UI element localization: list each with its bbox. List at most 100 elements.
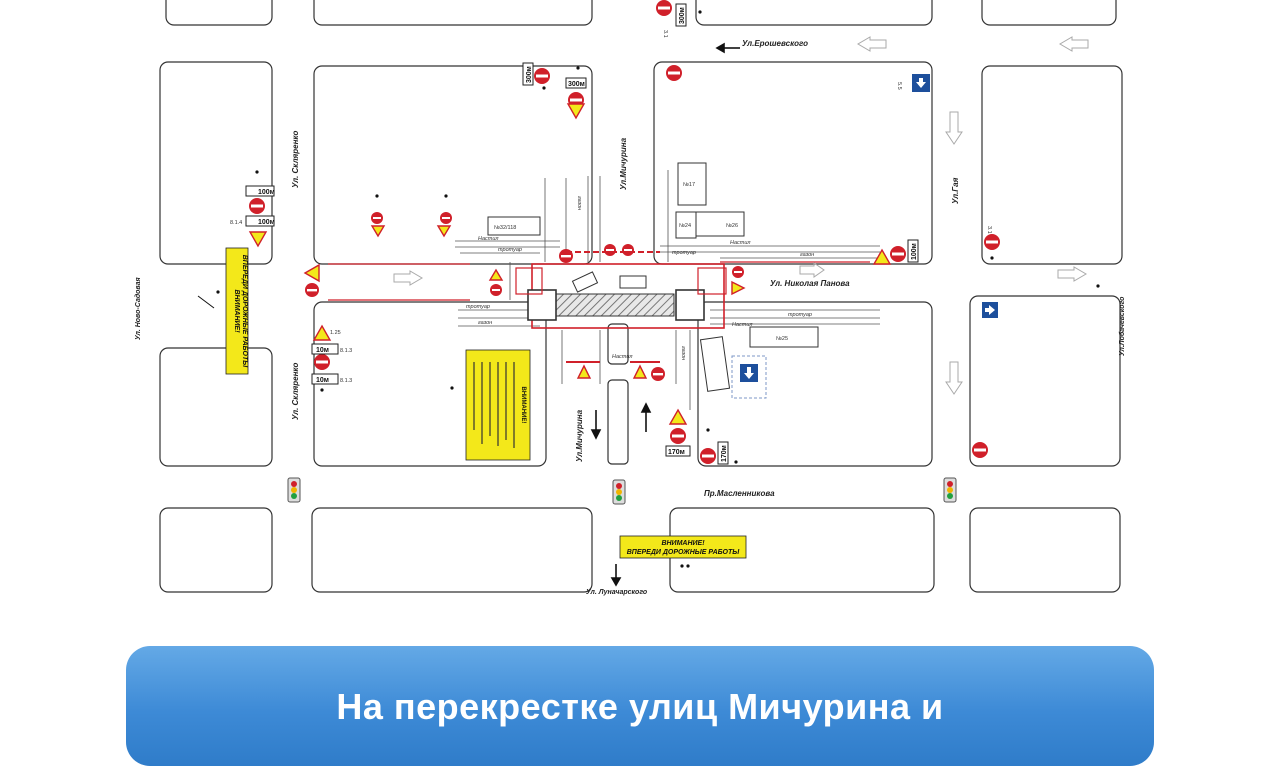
one-way-sign [912,74,930,92]
info-board-title: ВНИМАНИЕ! [520,387,526,424]
building [677,162,707,206]
surface-label: Настил [478,236,499,242]
road-works-triangle-sign [248,231,268,248]
map-svg: №32/118 №17 №24 №26 №25 [134,0,1126,596]
pit-west [527,289,557,321]
building-label: №26 [726,223,738,229]
building-label: №32/118 [494,225,516,231]
no-entry-sign [666,65,682,81]
road-works-triangle-sign [566,103,586,120]
road-works-triangle-sign [436,225,452,238]
no-entry-sign [314,354,330,370]
street-label: Ул. Николая Панова [770,279,850,288]
sign-code: 8.1.3 [340,348,352,354]
sign-posts [216,10,1100,568]
street-label: Ул. Ново-Садовая [134,277,142,340]
block [695,0,933,26]
no-entry-sign [732,266,744,278]
trench-hatch [555,293,675,317]
surface-label: тротуар [498,247,522,253]
building [695,211,745,237]
traffic-scheme-map: №32/118 №17 №24 №26 №25 [134,0,1126,596]
road-works-triangle-sign [576,364,592,379]
street-label: Ул. Скляренко [291,131,300,188]
no-entry-sign [622,244,634,256]
direction-arrows [393,36,1089,395]
warning-sign-west: ВНИМАНИЕ! ВПЕРЕДИ ДОРОЖНЫЕ РАБОТЫ [225,247,249,375]
block [159,507,273,593]
sign-code: 3.1 [986,226,992,234]
distance-plate: 100м [258,189,275,196]
distance-plate: 300м [526,66,533,83]
road-works-triangle-sign [303,263,320,283]
fence-segment [515,267,543,295]
street-label: Ул.Ерошевского [742,39,808,48]
sign-code: 8.1.4 [230,220,242,226]
street-label: Ул.Лобачевского [1118,296,1126,356]
median-island [607,379,629,465]
traffic-lights [287,477,957,505]
no-entry-sign [559,249,573,263]
warning-line: ВНИМАНИЕ! [233,289,240,333]
surface-label: газон [478,320,492,326]
city-blocks [159,0,1123,593]
one-way-sign [982,302,998,318]
block [981,65,1123,265]
road-works-triangle-sign [632,364,648,379]
block [165,0,273,26]
street-label: Ул.Гая [951,177,960,204]
no-entry-sign [651,367,665,381]
sign-code: 1.25 [330,330,341,336]
no-entry-sign [700,448,716,464]
street-label: Ул. Скляренко [291,363,300,420]
distance-plate: 300м [679,7,686,24]
street-label: Ул.Мичурина [575,409,584,462]
block [969,295,1121,467]
no-entry-sign [656,0,672,16]
no-entry-sign [490,284,502,296]
sign-code: 3.1 [662,30,668,38]
building [487,216,541,236]
surface-label: тротуар [672,250,696,256]
no-entry-sign [670,428,686,444]
vehicle [619,275,647,289]
banner-title: На перекрестке улиц Мичурина и [336,686,944,727]
road-works-signs [248,103,892,425]
sign-code: 5.5 [896,82,902,90]
road-works-triangle-sign [668,408,688,425]
distance-plate: 10м [316,377,329,384]
vehicle [571,271,599,293]
block [159,61,273,265]
surface-label: тротуар [788,312,812,318]
street-label: Ул. Луначарского [586,589,648,596]
work-zone [328,251,870,363]
building-label: №24 [679,223,691,229]
block [969,507,1121,593]
no-entry-sign [604,244,616,256]
distance-plate: 10м [316,347,329,354]
detour-zone [731,355,767,399]
surface-label: тротуар [466,304,490,310]
surface-label: Настил [612,354,633,360]
road-works-triangle-sign [872,248,892,265]
block [311,507,593,593]
road-works-triangle-sign [370,225,386,238]
street-label: Пр.Масленникова [704,489,775,498]
surface-label: Настил [732,322,753,328]
road-works-triangle-sign [488,268,504,281]
road-works-triangle-sign [312,324,332,341]
traffic-light-icon [943,477,957,503]
distance-plates: 300м 300м 300м 100м 100м 10м 10м 170м 17… [245,3,919,465]
no-entry-sign [371,212,383,224]
warning-sign-south: ВНИМАНИЕ! ВПЕРЕДИ ДОРОЖНЫЕ РАБОТЫ [619,535,747,559]
block [981,0,1117,26]
warning-line: ВПЕРЕДИ ДОРОЖНЫЕ РАБОТЫ [627,549,741,556]
no-entry-sign [305,283,319,297]
distance-plate: 170м [668,449,685,456]
traffic-arrows [197,42,740,587]
surface-label: газон [576,196,582,210]
building [699,336,731,392]
no-entry-sign [984,234,1000,250]
traffic-light-icon [287,477,301,503]
street-label: Ул.Мичурина [619,137,628,190]
